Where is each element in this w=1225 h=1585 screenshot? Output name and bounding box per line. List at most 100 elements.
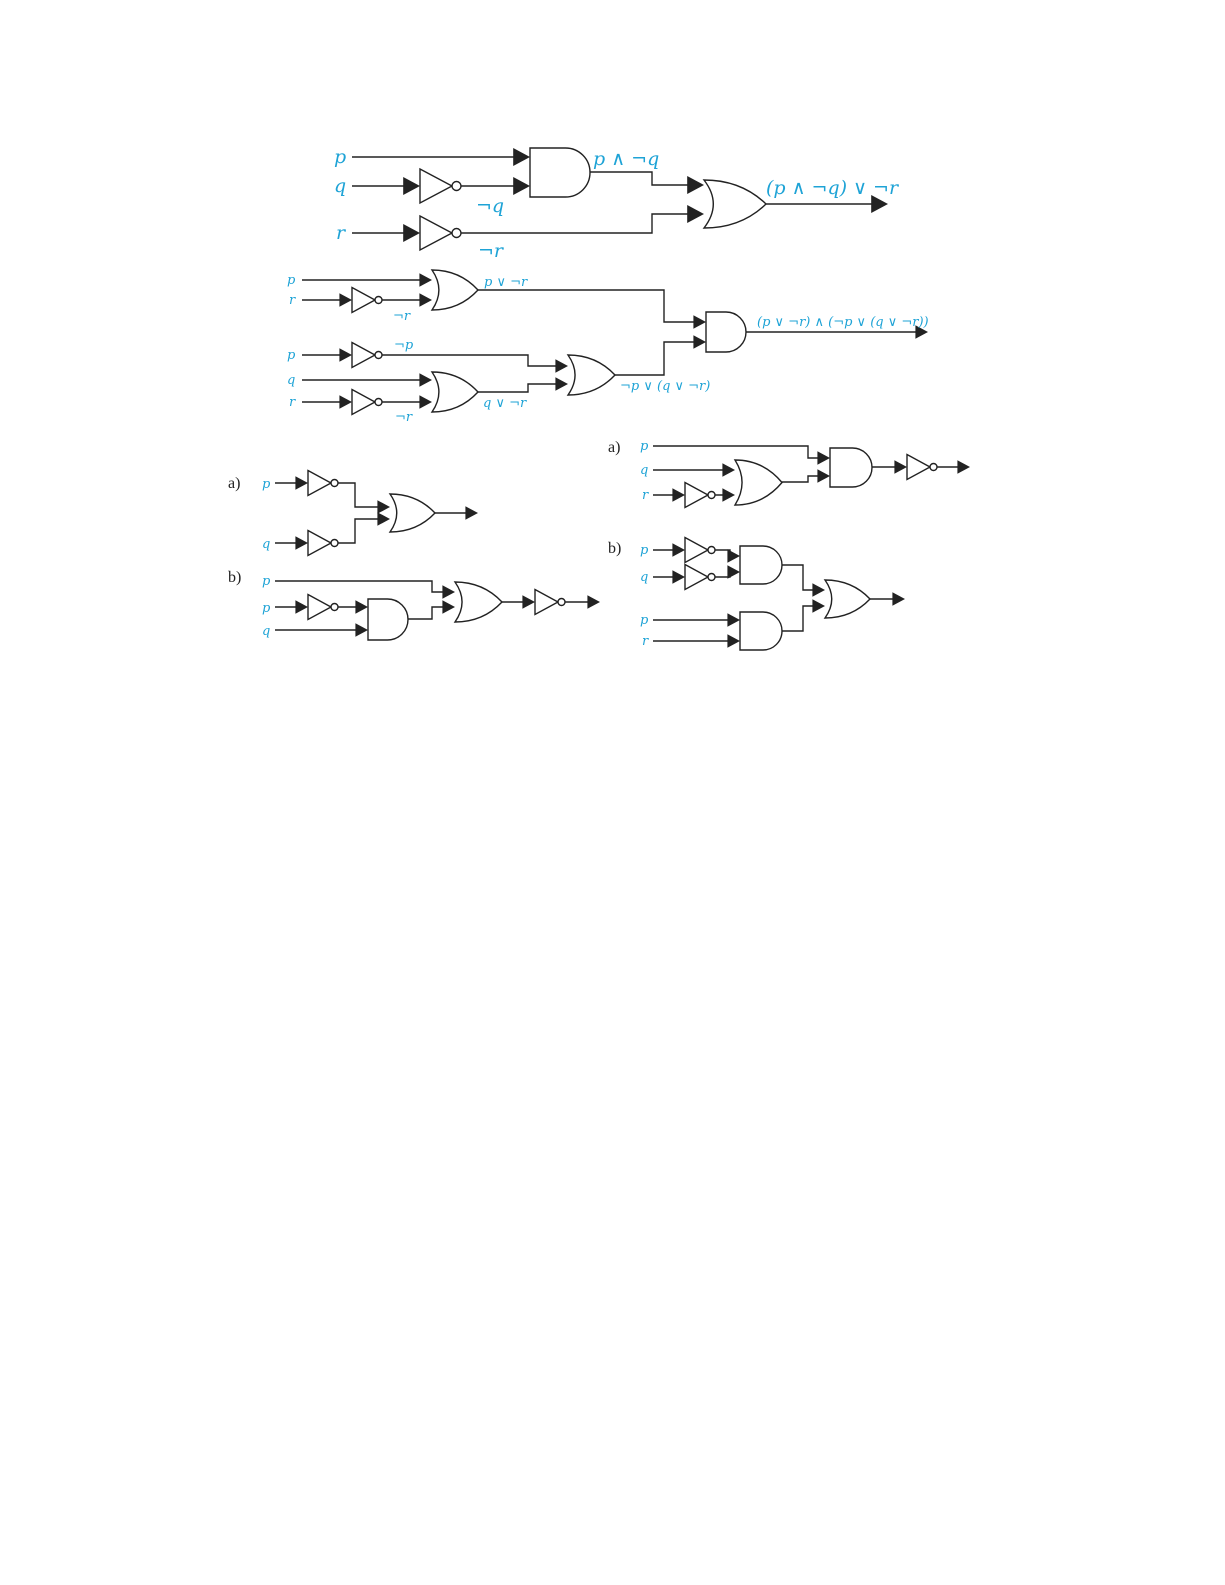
arrowhead-icon <box>957 460 970 474</box>
not-gate <box>419 214 454 252</box>
not-gate <box>351 388 377 416</box>
arrowhead-icon <box>812 583 825 597</box>
arrowhead-icon <box>419 293 432 307</box>
or-gate <box>566 354 616 396</box>
not-gate <box>307 529 333 557</box>
arrowhead-icon <box>687 176 704 194</box>
inverter-bubble <box>929 462 938 472</box>
input-r: r <box>336 222 347 244</box>
arrowhead-icon <box>871 195 888 213</box>
arrowhead-icon <box>513 177 530 195</box>
or-gate <box>453 581 503 623</box>
not-gate <box>307 469 333 497</box>
arrowhead-icon <box>693 335 706 349</box>
label-or1-output: p ∨ ¬r <box>484 275 528 290</box>
arrowhead-icon <box>377 512 390 526</box>
input-p: p <box>287 348 296 363</box>
arrowhead-icon <box>587 595 600 609</box>
and-gate <box>705 311 747 353</box>
label-not-q: ¬q <box>476 195 504 217</box>
arrowhead-icon <box>672 570 685 584</box>
and-gate <box>529 147 591 198</box>
or-gate <box>430 371 479 413</box>
input-p: p <box>262 601 271 616</box>
part-b-label: b) <box>228 569 241 586</box>
arrowhead-icon <box>295 476 308 490</box>
circuit-1-labels: p q r ¬q ¬r p ∧ ¬q (p ∧ ¬q) ∨ ¬r <box>334 146 900 262</box>
or-gate <box>733 459 783 506</box>
input-q: q <box>640 463 648 478</box>
part-a-label: a) <box>228 475 240 492</box>
arrowhead-icon <box>555 377 568 391</box>
and-gate <box>829 447 873 488</box>
input-p: p <box>262 574 271 589</box>
inverter-bubble <box>707 490 716 500</box>
or-gate <box>823 579 871 619</box>
or-gate <box>702 179 768 229</box>
inverter-bubble <box>330 602 339 612</box>
or-gate <box>430 269 479 311</box>
arrowhead-icon <box>339 348 352 362</box>
arrowhead-icon <box>693 315 706 329</box>
arrowhead-icon <box>727 565 740 579</box>
not-gate <box>684 563 710 591</box>
inverter-bubble <box>374 350 383 360</box>
input-q: q <box>334 175 346 197</box>
arrowhead-icon <box>672 543 685 557</box>
wire <box>338 518 389 544</box>
arrowhead-icon <box>355 623 368 637</box>
inverter-bubble <box>374 397 383 407</box>
arrowhead-icon <box>722 488 735 502</box>
arrowhead-icon <box>672 488 685 502</box>
input-q: q <box>262 537 270 552</box>
wire <box>461 213 702 234</box>
input-r: r <box>642 634 649 649</box>
inverter-bubble <box>707 545 716 555</box>
arrowhead-icon <box>442 585 455 599</box>
or-gate <box>388 493 436 533</box>
arrowhead-icon <box>722 463 735 477</box>
part-a-label: a) <box>608 439 620 456</box>
left-exercise-labels: a) p q b) p p q <box>228 475 271 639</box>
arrowhead-icon <box>727 549 740 563</box>
inverter-bubble <box>330 478 339 488</box>
arrowhead-icon <box>377 500 390 514</box>
inverter-bubble <box>451 227 462 239</box>
inverter-bubble <box>707 572 716 582</box>
arrowhead-icon <box>727 613 740 627</box>
and-gate <box>367 598 409 641</box>
label-not-r: ¬r <box>395 410 413 425</box>
arrowhead-icon <box>727 634 740 648</box>
arrowhead-icon <box>513 148 530 166</box>
inverter-bubble <box>374 295 383 305</box>
label-or3-output: q ∨ ¬r <box>483 396 527 411</box>
input-p: p <box>640 439 649 454</box>
arrowhead-icon <box>687 205 704 223</box>
input-q: q <box>262 624 270 639</box>
arrowhead-icon <box>295 600 308 614</box>
arrowhead-icon <box>892 592 905 606</box>
circuit-2-output: (p ∨ ¬r) ∧ (¬p ∨ (q ∨ ¬r)) <box>757 315 929 330</box>
wire <box>615 341 705 376</box>
not-gate <box>906 453 932 481</box>
wire <box>275 580 454 593</box>
input-p: p <box>287 273 296 288</box>
circuit-2-labels: p r p q r ¬r ¬p ¬r p ∨ ¬r q ∨ ¬r ¬p ∨ (q… <box>287 273 929 425</box>
arrowhead-icon <box>403 177 420 195</box>
wire <box>338 482 389 508</box>
arrowhead-icon <box>465 506 478 520</box>
right-exercise-labels: a) p q r b) p q p r <box>608 439 649 649</box>
arrowhead-icon <box>894 460 907 474</box>
arrowhead-icon <box>442 600 455 614</box>
not-gate <box>419 167 454 205</box>
not-gate <box>684 481 710 509</box>
input-p: p <box>640 543 649 558</box>
arrowhead-icon <box>555 359 568 373</box>
inverter-bubble <box>557 597 566 607</box>
and-gate <box>739 545 783 585</box>
wire <box>382 354 567 367</box>
wire <box>478 289 705 323</box>
arrowhead-icon <box>339 395 352 409</box>
circuit-1-output: (p ∧ ¬q) ∨ ¬r <box>766 177 900 199</box>
not-gate <box>684 536 710 564</box>
